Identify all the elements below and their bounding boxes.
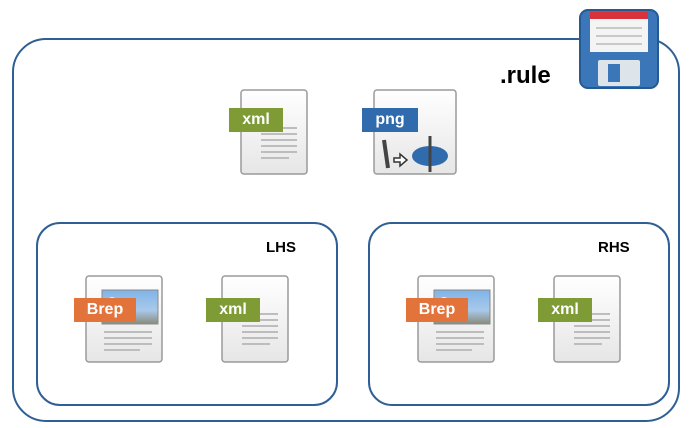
image-document-icon bbox=[373, 89, 457, 175]
rhs-label: RHS bbox=[598, 239, 630, 256]
rhs-container bbox=[368, 222, 670, 406]
file-type-badge: png bbox=[362, 108, 418, 132]
file-type-badge: Brep bbox=[74, 298, 136, 322]
text-document-icon bbox=[240, 89, 308, 175]
file-type-badge: xml bbox=[206, 298, 260, 322]
rule-label: .rule bbox=[500, 62, 551, 89]
floppy-disk-icon bbox=[579, 9, 659, 89]
file-type-badge: Brep bbox=[406, 298, 468, 322]
lhs-label: LHS bbox=[266, 239, 296, 256]
file-type-badge: xml bbox=[538, 298, 592, 322]
file-type-badge: xml bbox=[229, 108, 283, 132]
rule-container bbox=[12, 38, 680, 422]
lhs-container bbox=[36, 222, 338, 406]
